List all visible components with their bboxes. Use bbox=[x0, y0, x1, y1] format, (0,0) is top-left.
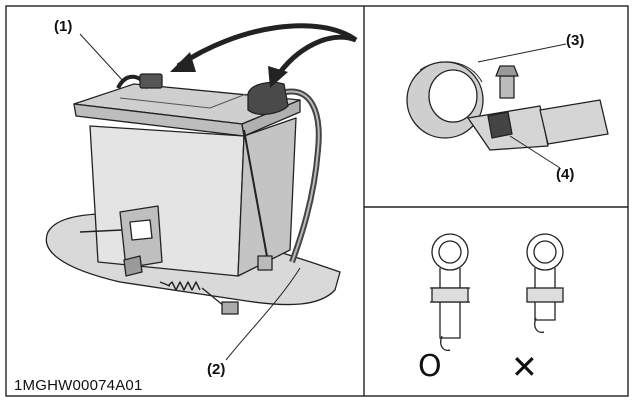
direction-arrow bbox=[170, 23, 358, 88]
battery-side bbox=[237, 117, 297, 277]
positive-terminal-cover bbox=[247, 81, 289, 116]
incorrect-mark: ✕ bbox=[511, 348, 538, 386]
callout-3: (3) bbox=[566, 32, 585, 49]
clamp-incorrect bbox=[526, 233, 564, 334]
clamp-nut bbox=[487, 111, 513, 139]
spring bbox=[167, 281, 201, 291]
clamp-correct bbox=[430, 233, 470, 352]
correct-mark: O bbox=[418, 349, 442, 384]
figure-code: 1MGHW00074A01 bbox=[14, 377, 143, 394]
battery-front bbox=[89, 125, 245, 277]
battery-illustration bbox=[45, 73, 341, 315]
panel-borders bbox=[5, 5, 629, 397]
leader-lines-right bbox=[477, 43, 567, 169]
leader-lines-left bbox=[79, 33, 301, 361]
terminal-clamp bbox=[406, 61, 609, 151]
callout-4: (4) bbox=[556, 166, 575, 183]
callout-1: (1) bbox=[54, 18, 73, 35]
callout-2: (2) bbox=[207, 361, 226, 378]
